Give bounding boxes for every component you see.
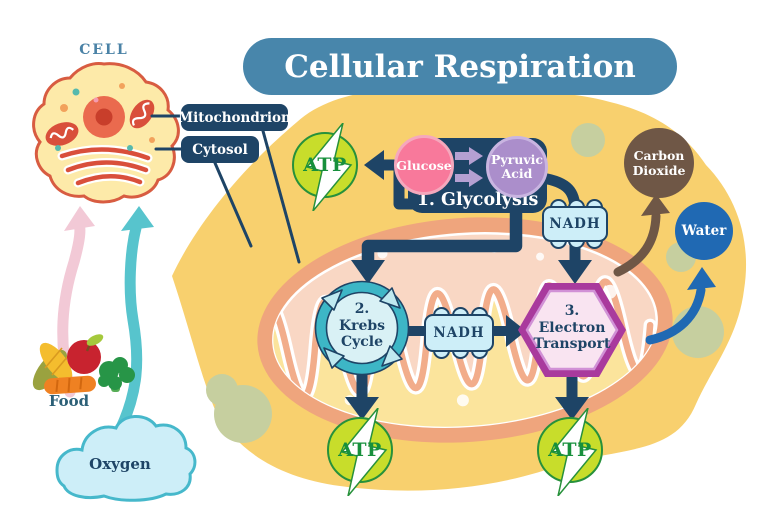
callout-cytosol: Cytosol	[181, 136, 259, 163]
pyruvic-acid-node: Pyruvic Acid	[486, 136, 548, 198]
callout-cytosol-label: Cytosol	[192, 141, 248, 158]
nadh-label: NADH	[433, 325, 485, 341]
callout-lines	[150, 114, 301, 264]
arrow-glycolysis-to-krebs	[351, 260, 385, 284]
lightning-bolt-icon	[550, 408, 598, 496]
nadh-node-top: NADH	[542, 199, 608, 249]
callout-mitochondrion: Mitochondrion	[178, 104, 291, 131]
krebs-line2: Krebs	[338, 317, 386, 334]
krebs-cycle-label: 2. Krebs Cycle	[322, 301, 402, 351]
krebs-line1: 2.	[354, 301, 370, 317]
glucose-to-pyruvic-arrows-icon	[455, 147, 483, 187]
lightning-bolt-icon	[340, 408, 388, 496]
cytoplasm-dots	[55, 83, 155, 151]
atp-node-glycolysis: ATP	[292, 123, 358, 211]
water-arrow	[645, 267, 716, 345]
arrow-nadh-to-electron-right	[506, 315, 526, 347]
atp-label: ATP	[303, 154, 347, 176]
atp-label: ATP	[548, 439, 592, 461]
electron-line1: 3.	[564, 303, 580, 319]
carbon-dioxide-line1: Carbon	[633, 148, 685, 163]
oxygen-cloud	[55, 415, 197, 502]
arrow-nadh-to-electron	[558, 260, 592, 284]
arrow-krebs-to-atp	[345, 397, 379, 420]
arrow-glycolysis-to-atp	[364, 150, 384, 180]
food-icon	[32, 334, 135, 395]
lightning-bolt-icon	[305, 123, 353, 211]
electron-transport-label: 3. Electron Transport	[512, 303, 632, 353]
electron-line2: Electron	[538, 319, 606, 336]
glucose-label: Glucose	[396, 157, 452, 173]
oxygen-arrow	[114, 206, 154, 436]
atp-label: ATP	[338, 439, 382, 461]
cell-heading: CELL	[79, 42, 129, 58]
nadh-node-middle: NADH	[424, 307, 494, 359]
water-node: Water	[675, 202, 733, 260]
electron-line3: Transport	[533, 336, 611, 353]
carbon-dioxide-line2: Dioxide	[632, 163, 686, 178]
krebs-line3: Cycle	[340, 334, 384, 351]
krebs-cycle-ring	[314, 280, 410, 376]
cell-mitochondria-icons	[45, 99, 155, 146]
arrow-electron-to-atp	[555, 397, 589, 420]
nucleus-icon	[83, 96, 125, 138]
atp-node-krebs: ATP	[327, 408, 393, 496]
oxygen-label: Oxygen	[89, 455, 151, 473]
food-label: Food	[48, 392, 90, 410]
water-label: Water	[681, 223, 727, 239]
carbon-dioxide-arrow	[613, 194, 670, 277]
electron-transport-hexagon	[518, 283, 626, 377]
callout-mitochondrion-label: Mitochondrion	[178, 109, 291, 126]
carbon-dioxide-node: Carbon Dioxide	[624, 128, 694, 198]
endoplasmic-reticulum-icon	[57, 145, 153, 188]
nadh-label: NADH	[549, 216, 601, 232]
pyruvic-label-line1: Pyruvic	[491, 151, 543, 167]
cell-illustration	[32, 62, 180, 204]
glucose-node: Glucose	[394, 135, 454, 195]
pyruvic-label-line2: Acid	[501, 166, 533, 181]
diagram-title: Cellular Respiration	[243, 38, 677, 95]
atp-node-electron-transport: ATP	[537, 408, 603, 496]
diagram-title-text: Cellular Respiration	[284, 48, 636, 85]
